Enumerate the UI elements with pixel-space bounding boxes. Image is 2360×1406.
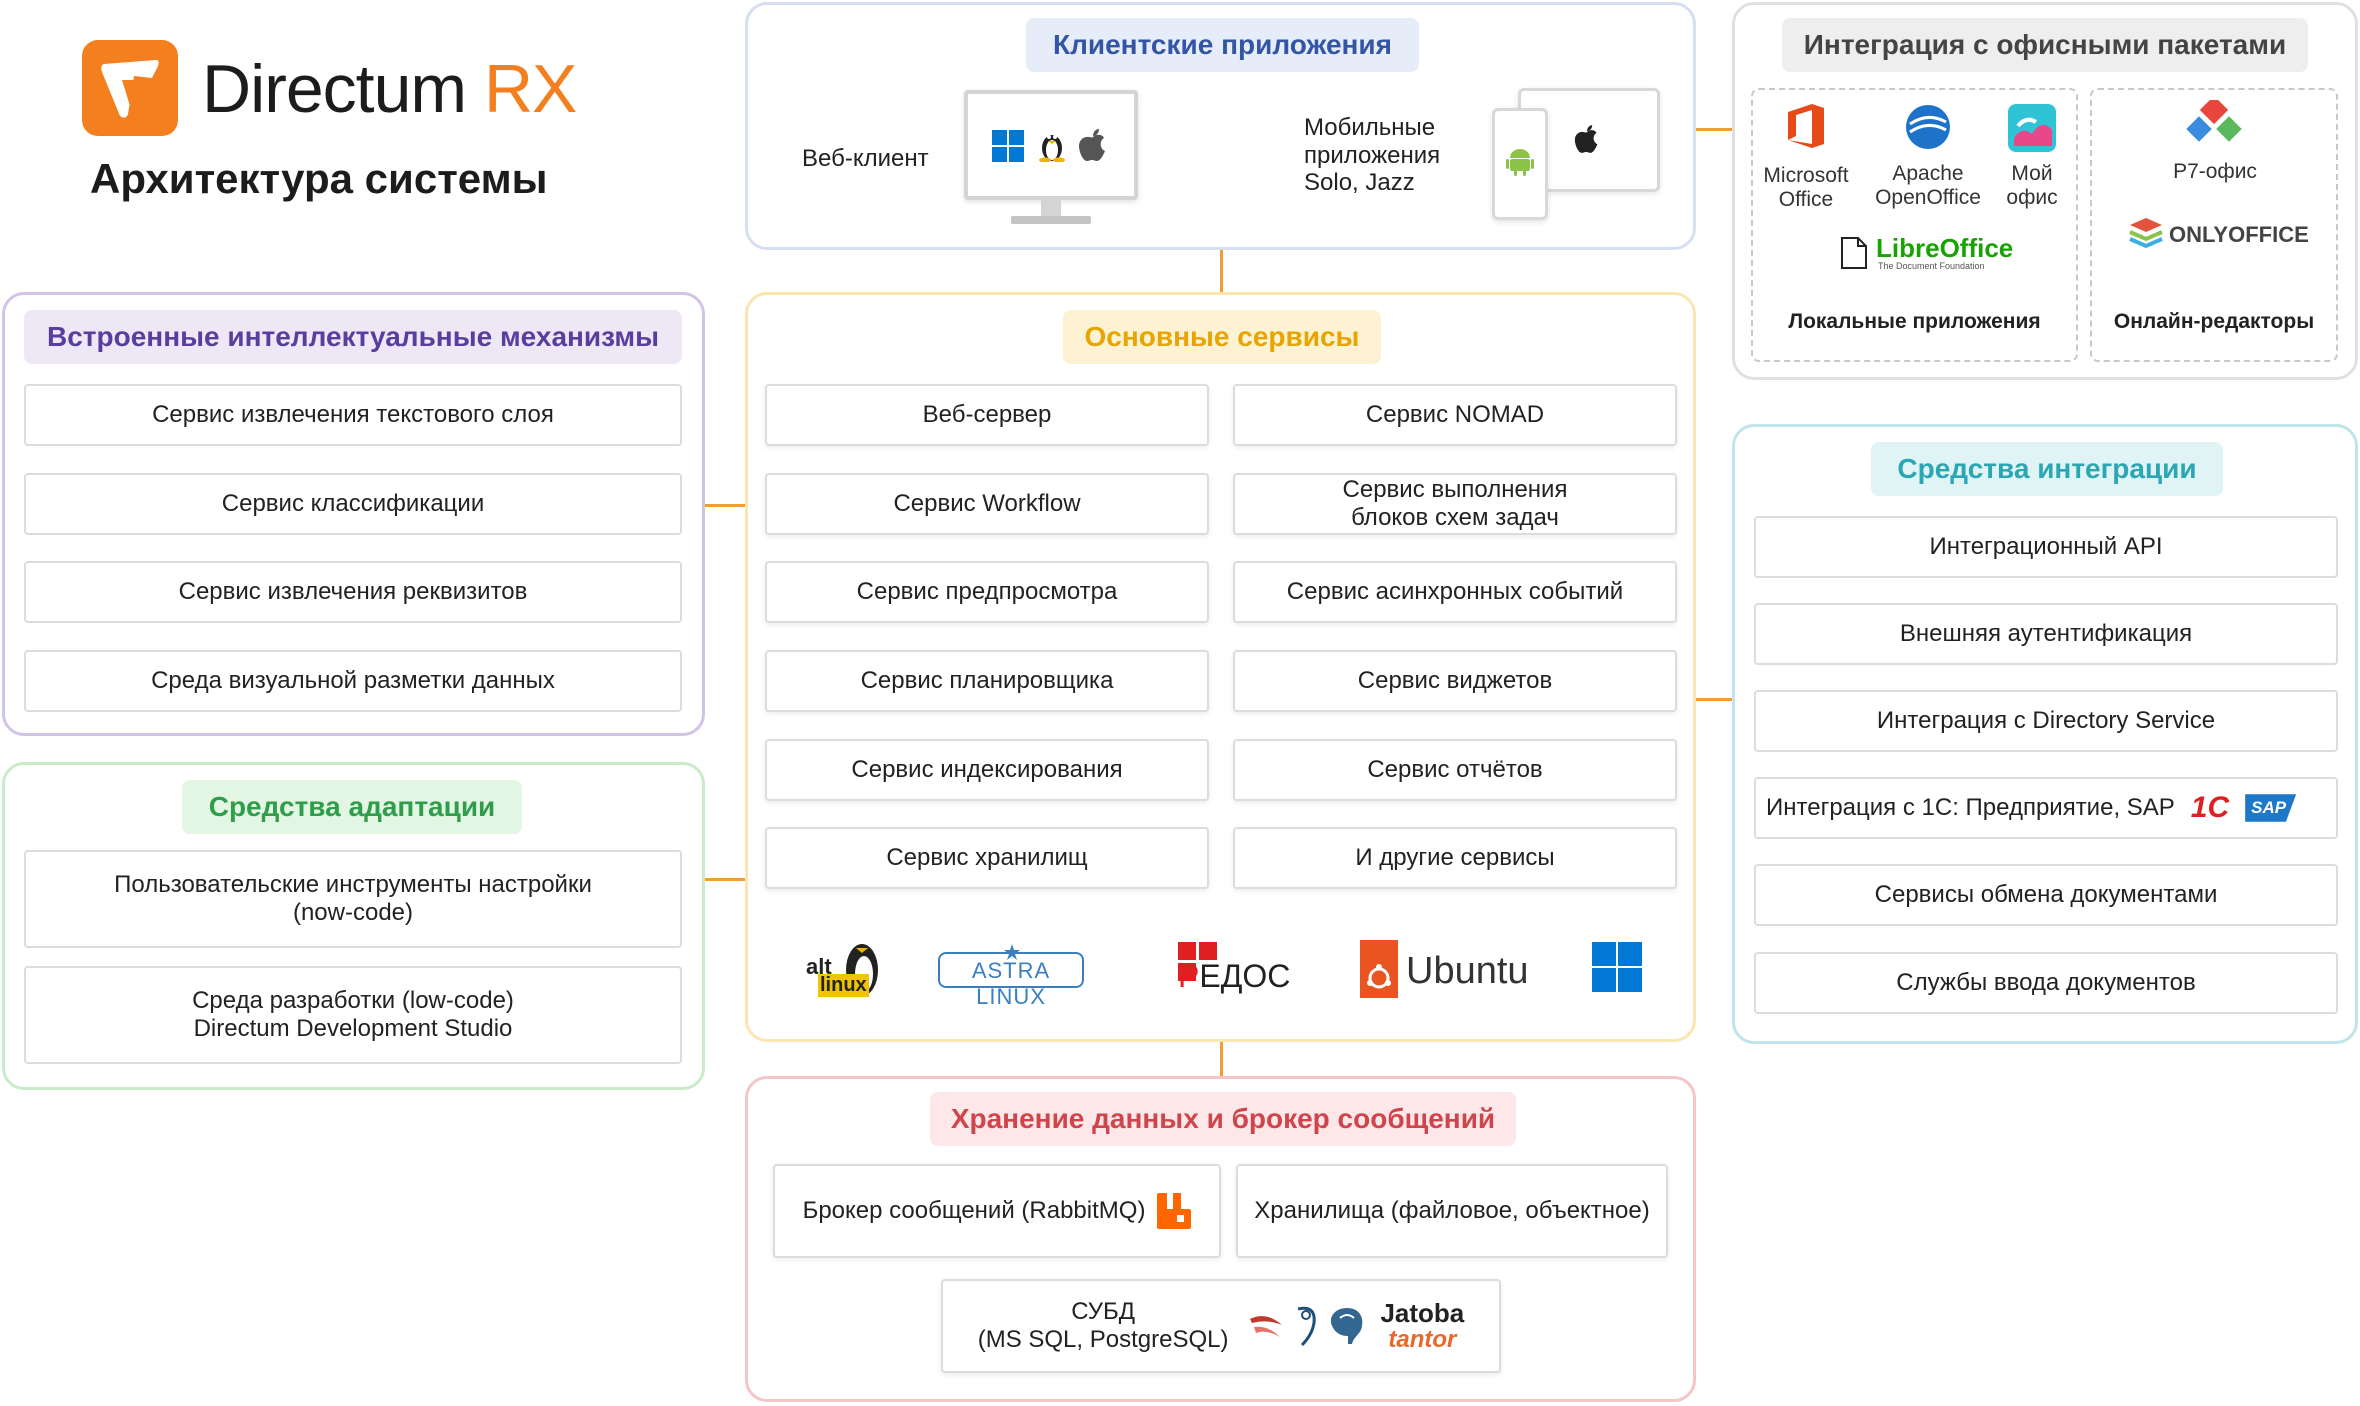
ubuntu-logo: Ubuntu — [1360, 936, 1532, 998]
ubuntu-text: Ubuntu — [1406, 950, 1529, 992]
intel-item: Сервис извлечения реквизитов — [24, 561, 682, 623]
logo-suffix: RX — [483, 51, 577, 127]
integration-item: Внешняя аутентификация — [1754, 603, 2338, 665]
astra-linux-text: ASTRA LINUX — [971, 958, 1051, 1009]
local-apps-box — [1751, 88, 2078, 362]
ms-office-icon — [1788, 104, 1824, 148]
core-service-item: Сервис хранилищ — [765, 827, 1209, 889]
core-service-item: Сервис виджетов — [1233, 650, 1677, 712]
mobile-apps-label: Мобильные приложения Solo, Jazz — [1304, 114, 1441, 197]
web-client-label: Веб-клиент — [802, 145, 929, 172]
core-service-item: Сервис Workflow — [765, 473, 1209, 535]
my-office-label: Мой офис — [2006, 162, 2058, 210]
redos-rest: ЕДОС — [1199, 958, 1291, 994]
connector-adapt-core — [705, 878, 745, 881]
intel-item: Сервис извлечения текстового слоя — [24, 384, 682, 446]
monitor-illustration — [964, 90, 1138, 226]
redos-r: Р — [1178, 958, 1200, 994]
linux-text: linux — [818, 974, 869, 997]
core-service-item: Сервис асинхронных событий — [1233, 561, 1677, 623]
message-broker-label: Брокер сообщений (RabbitMQ) — [802, 1197, 1146, 1225]
connector-core-integration — [1696, 698, 1732, 701]
integration-item: Службы ввода документов — [1754, 952, 2338, 1014]
core-service-item: Сервис NOMAD — [1233, 384, 1677, 446]
postgresql-icon — [1331, 1308, 1363, 1344]
dbms-label: СУБД (MS SQL, PostgreSQL) — [977, 1298, 1229, 1353]
office-integration-title: Интеграция с офисными пакетами — [1782, 18, 2308, 72]
intelligence-title: Встроенные интеллектуальные механизмы — [24, 310, 682, 364]
r7-office-icon — [2186, 100, 2242, 142]
apple-icon — [1079, 129, 1105, 161]
logo-1c: 1С — [2190, 790, 2230, 824]
android-icon — [1506, 149, 1534, 176]
adapt-item: Среда разработки (low-code) Directum Dev… — [24, 966, 682, 1064]
integration-item-label: Интеграция с 1С: Предприятие, SAP — [1766, 794, 2175, 822]
windows-icon — [1592, 942, 1642, 992]
local-apps-caption: Локальные приложения — [1788, 310, 2041, 333]
ms-office-label: Microsoft Office — [1763, 164, 1849, 212]
core-service-item: Сервис индексирования — [765, 739, 1209, 801]
rabbitmq-icon — [1157, 1193, 1192, 1229]
core-service-item: Сервис выполнения блоков схем задач — [1233, 473, 1677, 535]
integration-item: Сервисы обмена документами — [1754, 864, 2338, 926]
integration-item: Интеграционный API — [1754, 516, 2338, 578]
intel-item: Сервис классификации — [24, 473, 682, 535]
mysql-icon — [1298, 1306, 1317, 1347]
my-office-icon — [2008, 104, 2056, 152]
logo-brand: Directum — [202, 51, 467, 127]
online-editors-box — [2090, 88, 2338, 362]
dbms-box: СУБД (MS SQL, PostgreSQL) Jatoba tantor — [941, 1279, 1501, 1373]
connector-core-storage — [1220, 1042, 1223, 1076]
message-broker-box: Брокер сообщений (RabbitMQ) — [773, 1164, 1221, 1258]
integration-item: Интеграция с Directory Service — [1754, 690, 2338, 752]
adapt-item: Пользовательские инструменты настройки (… — [24, 850, 682, 948]
integration-item-1c-sap: Интеграция с 1С: Предприятие, SAP 1С SAP — [1754, 777, 2338, 839]
online-editors-caption: Онлайн-редакторы — [2113, 310, 2315, 333]
r7-office-label: Р7-офис — [2173, 160, 2257, 183]
connector-clients-core — [1220, 250, 1223, 292]
adaptation-title: Средства адаптации — [182, 780, 522, 834]
openoffice-icon — [1906, 105, 1950, 149]
intel-item: Среда визуальной разметки данных — [24, 650, 682, 712]
core-service-item: Сервис отчётов — [1233, 739, 1677, 801]
storage-title: Хранение данных и брокер сообщений — [930, 1092, 1516, 1146]
core-service-item: Веб-сервер — [765, 384, 1209, 446]
redos-squares-icon — [1178, 942, 1217, 981]
onlyoffice-label: ONLYOFFICE — [2169, 222, 2309, 247]
redos-logo: РЕДОС — [1178, 942, 1296, 994]
tantor-logo: tantor — [1388, 1326, 1457, 1354]
core-service-item: Сервис планировщика — [765, 650, 1209, 712]
logo-sap: SAP — [2245, 794, 2297, 822]
logo: Directum RX — [82, 38, 622, 138]
page-title: Архитектура системы — [90, 155, 548, 202]
libreoffice-icon — [1841, 237, 1867, 269]
mssql-icon — [1250, 1316, 1283, 1337]
ubuntu-icon — [1360, 940, 1398, 998]
core-services-title: Основные сервисы — [1063, 310, 1381, 364]
connector-clients-office — [1696, 128, 1732, 131]
mobile-devices-illustration — [1492, 86, 1662, 222]
astra-linux-logo: ASTRA LINUX — [938, 944, 1086, 1009]
libreoffice-label: LibreOffice — [1876, 233, 2014, 263]
directum-logo-icon — [82, 40, 178, 136]
onlyoffice-icon — [2129, 218, 2163, 249]
core-service-item: Сервис предпросмотра — [765, 561, 1209, 623]
storages-box: Хранилища (файловое, объектное) — [1236, 1164, 1668, 1258]
apple-icon — [1574, 125, 1598, 153]
connector-intel-core — [705, 504, 745, 507]
libreoffice-sub: The Document Foundation — [1878, 261, 1985, 271]
integration-title: Средства интеграции — [1871, 442, 2223, 496]
jatoba-logo: Jatoba — [1380, 1297, 1465, 1328]
star-icon — [1004, 944, 1020, 960]
core-service-item: И другие сервисы — [1233, 827, 1677, 889]
alt-linux-logo: alt linux — [806, 934, 882, 1000]
windows-icon — [992, 130, 1024, 162]
openoffice-label: Apache OpenOffice — [1875, 162, 1981, 210]
linux-icon — [1039, 135, 1065, 162]
client-apps-title: Клиентские приложения — [1026, 18, 1419, 72]
